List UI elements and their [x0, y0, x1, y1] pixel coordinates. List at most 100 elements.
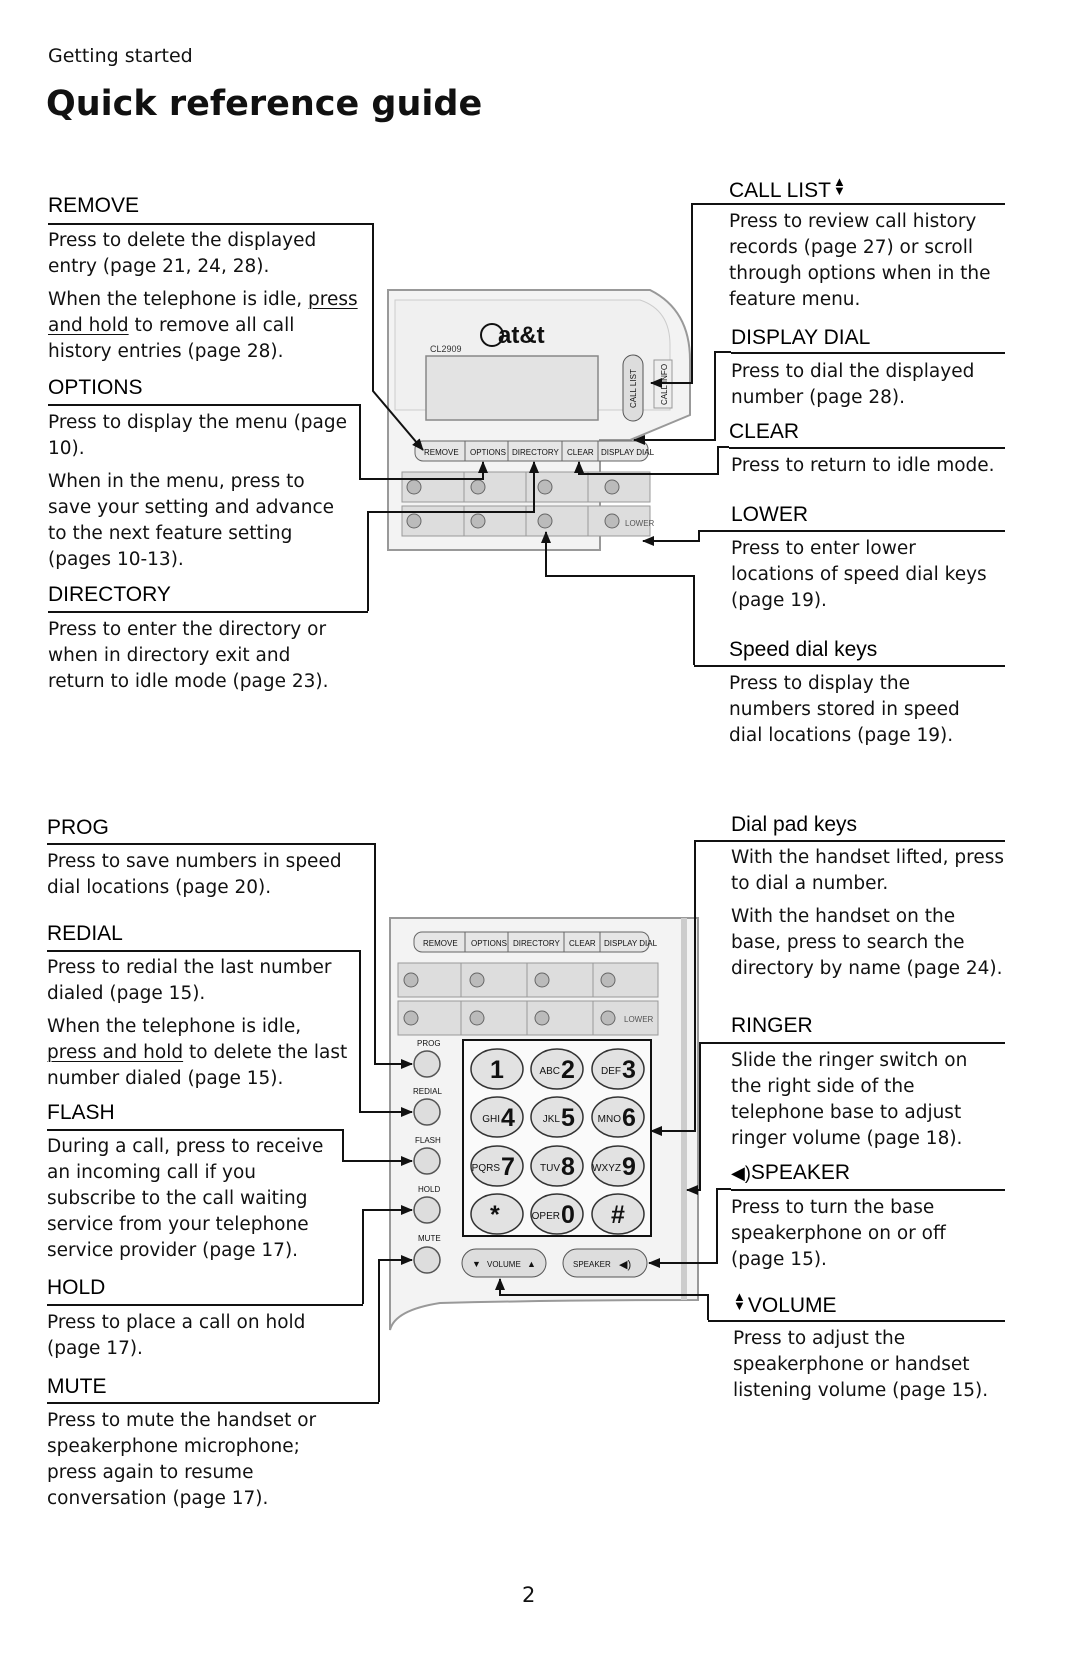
keypad-letters: GHI: [482, 1114, 500, 1125]
keypad-digit: *: [490, 1201, 500, 1229]
svg-text:◀): ◀): [619, 1259, 631, 1271]
ringer-description: Slide the ringer switch on the right sid…: [731, 1050, 968, 1149]
svg-text:DISPLAY DIAL: DISPLAY DIAL: [601, 448, 655, 457]
keypad-digit: 1: [490, 1056, 504, 1084]
options-description: Press to display the menu (page 10). Whe…: [48, 412, 347, 570]
remove-heading: REMOVE: [48, 194, 140, 217]
svg-text:CALL LIST: CALL LIST: [629, 369, 638, 408]
svg-text:OPTIONS: OPTIONS: [470, 448, 506, 457]
display-dial-heading: DISPLAY DIAL: [731, 326, 871, 349]
clear-description: Press to return to idle mode.: [731, 455, 995, 476]
svg-text:CLEAR: CLEAR: [567, 448, 594, 457]
keypad-key: [470, 1048, 524, 1090]
prog-heading: PROG: [47, 816, 109, 839]
call-list-heading: CALL LIST▲▼: [729, 174, 846, 202]
keypad-key: [470, 1096, 524, 1138]
flash-description: During a call, press to receive an incom…: [47, 1136, 324, 1261]
speaker-icon: ◀): [731, 1163, 751, 1183]
keypad-key: [591, 1096, 645, 1138]
svg-text:REDIAL: REDIAL: [413, 1087, 442, 1096]
up-down-arrows-icon: ▲▼: [733, 1289, 746, 1313]
prog-description: Press to save numbers in speed dial loca…: [47, 851, 342, 898]
page-number: 2: [522, 1583, 536, 1607]
svg-text:CL2909: CL2909: [430, 344, 462, 354]
keypad-key: [530, 1048, 584, 1090]
directory-heading: DIRECTORY: [48, 583, 171, 606]
svg-text:FLASH: FLASH: [415, 1136, 441, 1145]
svg-text:SPEAKER: SPEAKER: [573, 1260, 611, 1269]
display-dial-description: Press to dial the displayed number (page…: [731, 361, 975, 408]
redial-heading: REDIAL: [47, 922, 123, 945]
svg-text:CALL INFO: CALL INFO: [660, 364, 669, 405]
svg-text:▲: ▲: [527, 1259, 536, 1269]
dial-pad-description: With the handset lifted, press to dial a…: [731, 847, 1005, 979]
keypad-digit: 6: [622, 1104, 636, 1132]
svg-text:DIRECTORY: DIRECTORY: [512, 448, 559, 457]
lower-heading: LOWER: [731, 503, 809, 526]
flash-heading: FLASH: [47, 1101, 115, 1124]
keypad-letters: MNO: [598, 1114, 622, 1125]
svg-text:MUTE: MUTE: [418, 1234, 441, 1243]
clear-heading: CLEAR: [729, 420, 800, 443]
keypad-key: [591, 1145, 645, 1187]
svg-text:at&t: at&t: [498, 322, 545, 349]
svg-text:DIRECTORY: DIRECTORY: [513, 939, 560, 948]
keypad-digit: #: [611, 1201, 625, 1229]
mute-description: Press to mute the handset or speakerphon…: [47, 1410, 317, 1509]
svg-text:DISPLAY DIAL: DISPLAY DIAL: [604, 939, 658, 948]
keypad-letters: TUV: [540, 1163, 560, 1174]
keypad-key: [470, 1145, 524, 1187]
dial-pad-heading: Dial pad keys: [731, 813, 858, 836]
keypad-key: [530, 1145, 584, 1187]
up-down-arrows-icon: ▲▼: [832, 174, 846, 198]
speed-dial-description: Press to display the numbers stored in s…: [729, 673, 960, 746]
svg-text:REMOVE: REMOVE: [423, 939, 458, 948]
directory-description: Press to enter the directory or when in …: [48, 619, 329, 692]
redial-description: Press to redial the last number dialed (…: [47, 957, 348, 1089]
keypad-letters: PQRS: [472, 1163, 501, 1174]
keypad-digit: 7: [501, 1153, 515, 1181]
svg-text:VOLUME: VOLUME: [487, 1260, 521, 1269]
section-label: Getting started: [48, 45, 193, 67]
keypad-key: [470, 1193, 524, 1235]
keypad-letters: WXYZ: [592, 1163, 621, 1174]
hold-heading: HOLD: [47, 1276, 106, 1299]
lower-description: Press to enter lower locations of speed …: [731, 538, 987, 611]
mute-heading: MUTE: [47, 1375, 107, 1398]
keypad-digit: 9: [622, 1153, 636, 1181]
svg-text:OPTIONS: OPTIONS: [471, 939, 507, 948]
keypad-key: [591, 1048, 645, 1090]
keypad-letters: JKL: [543, 1114, 561, 1125]
keypad-digit: 0: [561, 1201, 575, 1229]
page-title: Quick reference guide: [46, 84, 483, 124]
ringer-heading: RINGER: [731, 1014, 813, 1037]
volume-heading: ▲▼VOLUME: [733, 1289, 837, 1317]
svg-text:LOWER: LOWER: [624, 1015, 654, 1024]
keypad-key: [591, 1193, 645, 1235]
svg-text:CLEAR: CLEAR: [569, 939, 596, 948]
svg-text:LOWER: LOWER: [625, 519, 655, 528]
keypad-letters: DEF: [601, 1066, 621, 1077]
volume-description: Press to adjust the speakerphone or hand…: [733, 1328, 989, 1401]
keypad-digit: 8: [561, 1153, 575, 1181]
keypad-letters: OPER: [532, 1211, 560, 1222]
keypad-digit: 3: [622, 1056, 636, 1084]
svg-text:HOLD: HOLD: [418, 1185, 440, 1194]
keypad-digit: 5: [561, 1104, 575, 1132]
hold-description: Press to place a call on hold (page 17).: [47, 1312, 306, 1359]
svg-text:PROG: PROG: [417, 1039, 441, 1048]
keypad-key: [530, 1193, 584, 1235]
keypad-digit: 4: [501, 1104, 515, 1132]
svg-text:▼: ▼: [472, 1259, 481, 1269]
speed-dial-heading: Speed dial keys: [729, 638, 878, 661]
keypad-digit: 2: [561, 1056, 575, 1084]
remove-description: Press to delete the displayed entry (pag…: [48, 230, 358, 362]
speaker-description: Press to turn the base speakerphone on o…: [731, 1197, 946, 1270]
keypad-letters: ABC: [539, 1066, 560, 1077]
call-list-description: Press to review call history records (pa…: [729, 211, 991, 310]
speaker-heading: ◀)SPEAKER: [731, 1161, 851, 1184]
svg-text:REMOVE: REMOVE: [424, 448, 459, 457]
keypad-key: [530, 1096, 584, 1138]
